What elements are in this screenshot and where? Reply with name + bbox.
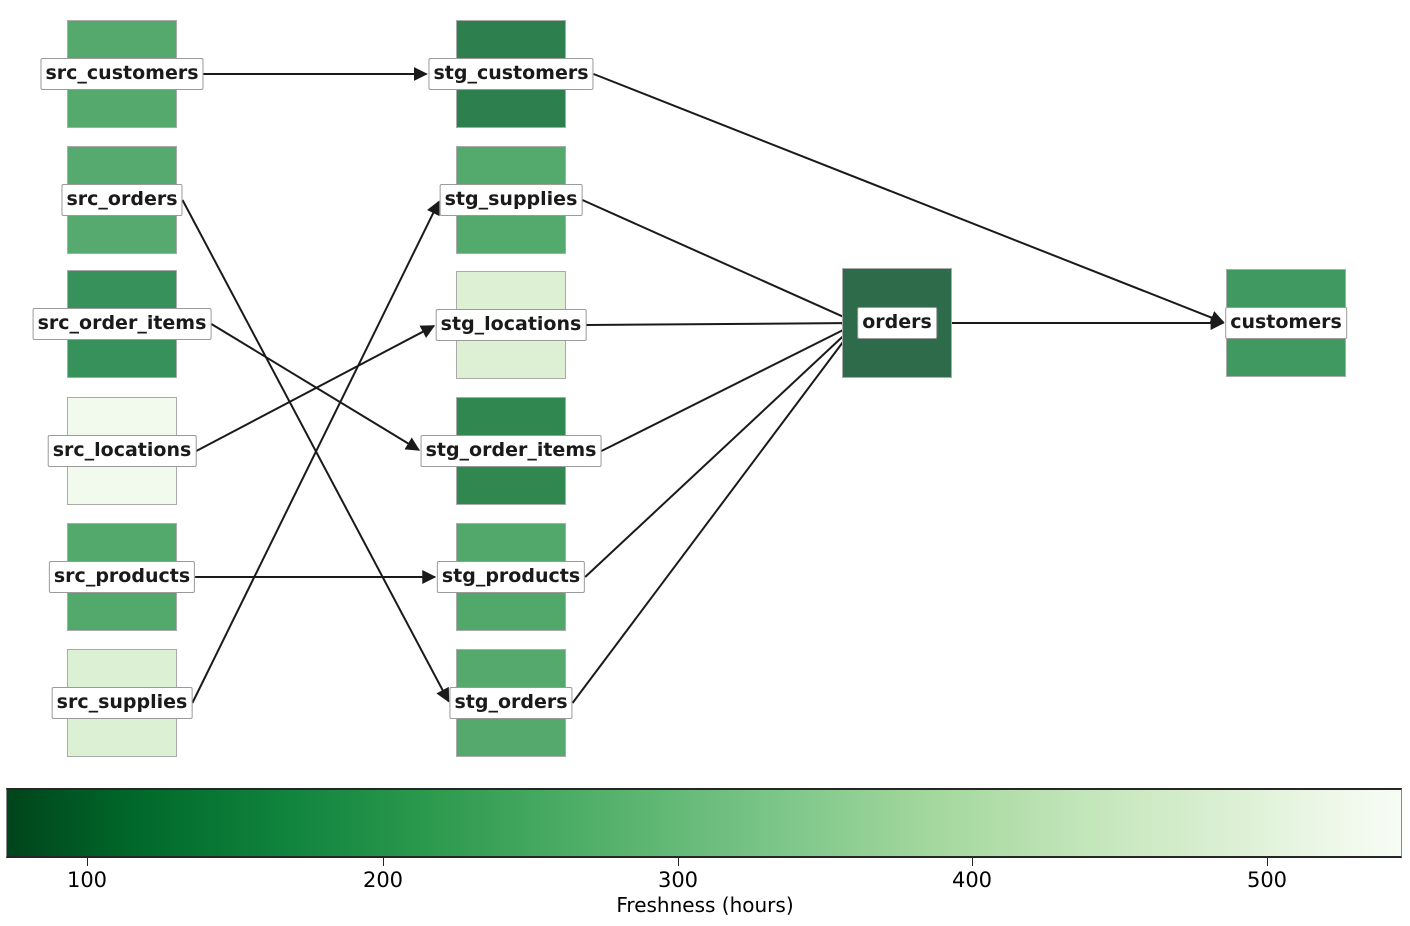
node-label-src_customers[interactable]: src_customers — [40, 58, 204, 90]
node-label-stg_customers[interactable]: stg_customers — [428, 58, 594, 90]
colorbar-tick-200 — [383, 858, 384, 866]
node-label-src_locations[interactable]: src_locations — [47, 435, 197, 467]
colorbar-tick-label-400: 400 — [951, 868, 993, 892]
node-label-stg_order_items[interactable]: stg_order_items — [420, 435, 602, 467]
node-label-stg_supplies[interactable]: stg_supplies — [439, 184, 583, 216]
colorbar-tick-label-200: 200 — [362, 868, 404, 892]
node-label-stg_products[interactable]: stg_products — [436, 561, 586, 593]
node-label-src_orders[interactable]: src_orders — [61, 184, 183, 216]
edge-src_locations-to-stg_locations — [195, 325, 436, 452]
node-label-stg_locations[interactable]: stg_locations — [435, 309, 587, 341]
colorbar-axis-label: Freshness (hours) — [616, 893, 794, 917]
colorbar-tick-400 — [972, 858, 973, 866]
colorbar-tick-100 — [87, 858, 88, 866]
colorbar-tick-label-300: 300 — [657, 868, 699, 892]
colorbar: 100 200 300 400 500 — [6, 788, 1402, 892]
node-label-src_products[interactable]: src_products — [48, 561, 196, 593]
edge-stg_orders-to-orders — [571, 323, 857, 704]
colorbar-tick-500 — [1267, 858, 1268, 866]
edge-src_orders-to-stg_orders — [181, 199, 450, 703]
edge-stg_supplies-to-orders — [581, 199, 857, 324]
colorbar-tick-300 — [678, 858, 679, 866]
colorbar-tick-label-100: 100 — [66, 868, 108, 892]
colorbar-gradient — [6, 788, 1402, 858]
node-label-customers[interactable]: customers — [1225, 307, 1347, 339]
colorbar-tick-label-500: 500 — [1246, 868, 1288, 892]
node-label-orders[interactable]: orders — [857, 307, 937, 339]
node-label-src_supplies[interactable]: src_supplies — [51, 687, 193, 719]
edge-stg_order_items-to-orders — [600, 323, 857, 452]
edge-stg_products-to-orders — [584, 323, 857, 578]
edge-src_order_items-to-stg_order_items — [210, 323, 421, 451]
node-label-stg_orders[interactable]: stg_orders — [449, 687, 573, 719]
node-label-src_order_items[interactable]: src_order_items — [32, 308, 212, 340]
edge-stg_locations-to-orders — [586, 316, 857, 331]
edge-src_supplies-to-stg_supplies — [191, 200, 440, 704]
